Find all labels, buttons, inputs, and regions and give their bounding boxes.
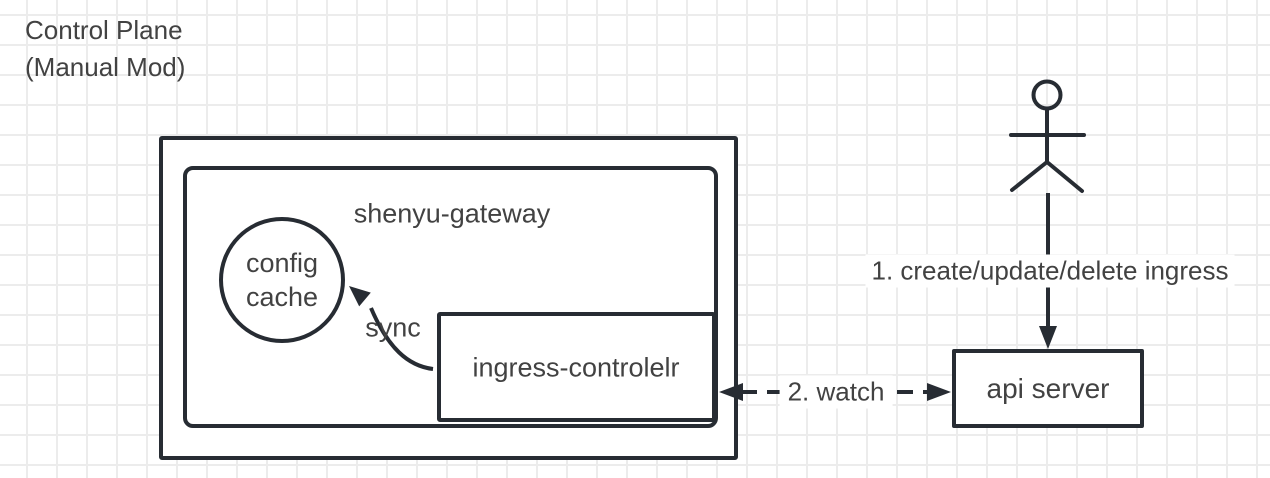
sync-edge-label: sync bbox=[365, 312, 421, 343]
watch-edge-label: 2. watch bbox=[779, 375, 893, 409]
diagram-title: Control Plane (Manual Mod) bbox=[25, 12, 185, 86]
actor-head bbox=[1031, 79, 1063, 111]
shenyu-gateway-label: shenyu-gateway bbox=[353, 198, 551, 229]
ingress-controller-label: ingress-controlelr bbox=[472, 352, 680, 383]
ingress-crud-edge-label: 1. create/update/delete ingress bbox=[865, 254, 1235, 288]
actor-leg-left bbox=[1010, 160, 1049, 192]
watch-arrowhead-right-icon bbox=[927, 383, 951, 401]
create-arrowhead-icon bbox=[1039, 326, 1057, 349]
actor-leg-right bbox=[1045, 160, 1084, 193]
actor-icon bbox=[1009, 79, 1086, 193]
config-cache-label-line2: cache bbox=[245, 282, 319, 312]
api-server-label: api server bbox=[986, 373, 1110, 404]
diagram-title-line2: (Manual Mod) bbox=[25, 52, 186, 82]
api-server-node bbox=[952, 349, 1144, 428]
ingress-controller-node bbox=[437, 312, 716, 422]
diagram-title-line1: Control Plane bbox=[25, 15, 183, 45]
config-cache-label-line1: config bbox=[245, 248, 319, 278]
config-cache-node: config cache bbox=[219, 217, 345, 343]
